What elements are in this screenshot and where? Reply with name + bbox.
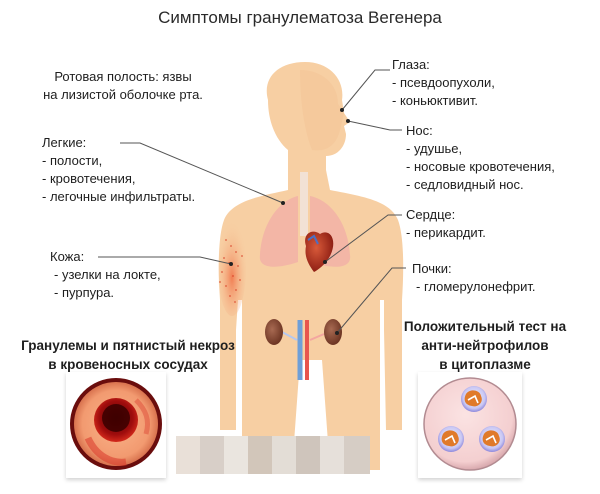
lungs-item-2: - кровотечения, bbox=[42, 171, 136, 186]
heart bbox=[305, 231, 334, 272]
leader-lines bbox=[98, 69, 406, 334]
kidneys-item-1: - гломерулонефрит. bbox=[416, 279, 536, 294]
vessels-line-1: Гранулемы и пятнистый некроз bbox=[21, 338, 235, 353]
nose-item-3: - седловидный нос. bbox=[406, 177, 524, 192]
rash-dots bbox=[219, 239, 243, 303]
anca-inset-card bbox=[418, 372, 522, 478]
rash bbox=[218, 220, 246, 316]
diagram-title: Симптомы гранулематоза Вегенера bbox=[158, 8, 442, 27]
heart-item-1: - перикардит. bbox=[406, 225, 486, 240]
kidneys-head: Почки: bbox=[412, 261, 452, 276]
eyes-head: Глаза: bbox=[392, 57, 430, 72]
heart-head: Сердце: bbox=[406, 207, 456, 222]
label-eyes: Глаза: - псевдоопухоли, - коньюктивит. bbox=[392, 56, 495, 110]
lung-left bbox=[259, 196, 298, 267]
pixelated-redaction bbox=[176, 436, 370, 474]
eyes-item-1: - псевдоопухоли, bbox=[392, 75, 495, 90]
lungs-head: Легкие: bbox=[42, 135, 87, 150]
label-mouth: Ротовая полость: язвы на лизистой оболоч… bbox=[18, 68, 228, 104]
anca-line-1: Положительный тест на bbox=[403, 319, 567, 334]
mouth-line-1: Ротовая полость: язвы bbox=[54, 69, 192, 84]
vessel-cross-section-icon bbox=[70, 378, 162, 470]
lungs-item-3: - легочные инфильтраты. bbox=[42, 189, 196, 204]
leader-dots bbox=[229, 108, 350, 335]
label-kidneys: Почки: - гломерулонефрит. bbox=[412, 260, 536, 296]
vessel-inset-card bbox=[66, 372, 166, 478]
label-anca: Положительный тест на анти-нейтрофилов в… bbox=[382, 317, 588, 374]
nose-item-1: - удушье, bbox=[406, 141, 463, 156]
skin-head: Кожа: bbox=[50, 249, 85, 264]
neutrophil-dish-icon bbox=[423, 377, 517, 471]
anca-line-2: анти-нейтрофилов bbox=[421, 338, 549, 353]
anca-line-3: в цитоплазме bbox=[439, 357, 531, 372]
trachea bbox=[300, 172, 308, 236]
eyes-item-2: - коньюктивит. bbox=[392, 93, 479, 108]
label-vessels: Гранулемы и пятнистый некроз в кровеносн… bbox=[8, 336, 248, 374]
label-heart: Сердце: - перикардит. bbox=[406, 206, 486, 242]
label-skin: Кожа: - узелки на локте, - пурпура. bbox=[50, 248, 161, 302]
skin-item-2: - пурпура. bbox=[54, 285, 115, 300]
kidney-right bbox=[324, 319, 342, 345]
kidney-left bbox=[265, 319, 283, 345]
nose-head: Нос: bbox=[406, 123, 433, 138]
mouth-line-2: на лизистой оболочке рта. bbox=[43, 87, 203, 102]
nose-item-2: - носовые кровотечения, bbox=[406, 159, 555, 174]
label-nose: Нос: - удушье, - носовые кровотечения, -… bbox=[406, 122, 555, 194]
neutrophil-cells bbox=[438, 386, 505, 452]
label-lungs: Легкие: - полости, - кровотечения, - лег… bbox=[42, 134, 195, 206]
vessels-line-2: в кровеносных сосудах bbox=[48, 357, 208, 372]
skin-item-1: - узелки на локте, bbox=[54, 267, 161, 282]
lungs-item-1: - полости, bbox=[42, 153, 103, 168]
